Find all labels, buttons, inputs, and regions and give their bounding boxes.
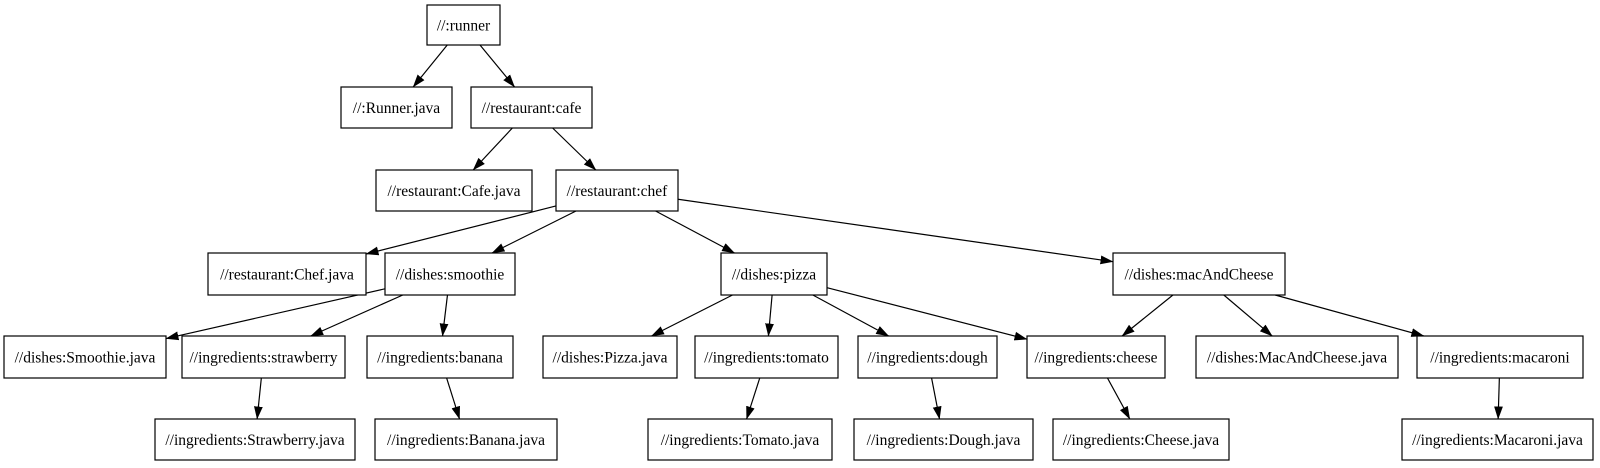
node-box [1112, 252, 1286, 296]
node-label: //dishes:pizza [732, 267, 816, 284]
edge-strawberry-to-strawberry_java [254, 377, 263, 420]
node-pizza: //dishes:pizza [720, 252, 828, 296]
edge-pizza-to-dough [812, 294, 890, 337]
node-box [1416, 335, 1584, 379]
node-banana_java: //ingredients:Banana.java [374, 418, 558, 461]
node-pizza_java: //dishes:Pizza.java [542, 335, 678, 379]
node-label: //restaurant:Chef.java [220, 267, 354, 284]
node-cafe_java: //restaurant:Cafe.java [375, 169, 533, 212]
node-label: //ingredients:Dough.java [867, 432, 1021, 449]
edge-macandcheese-to-macaroni [1274, 294, 1425, 337]
edge-cafe-to-cafe_java [472, 127, 513, 171]
node-label: //:Runner.java [353, 100, 441, 117]
node-box [542, 335, 678, 379]
node-label: //ingredients:Banana.java [387, 432, 545, 449]
edge-pizza-to-pizza_java [651, 294, 733, 337]
node-box [426, 4, 501, 46]
node-box [694, 335, 839, 379]
edge-smoothie-to-banana [439, 294, 449, 337]
node-smoothie_java: //dishes:Smoothie.java [3, 335, 167, 379]
node-dough_java: //ingredients:Dough.java [853, 418, 1034, 461]
node-label: //ingredients:Cheese.java [1063, 432, 1219, 449]
node-label: //dishes:Pizza.java [553, 350, 668, 367]
node-box [154, 418, 356, 461]
node-chef: //restaurant:chef [555, 169, 679, 212]
node-macaroni_java: //ingredients:Macaroni.java [1401, 418, 1594, 461]
edge-chef-to-smoothie [491, 210, 577, 254]
node-banana: //ingredients:banana [366, 335, 514, 379]
node-strawberry: //ingredients:strawberry [181, 335, 346, 379]
node-box [720, 252, 828, 296]
node-label: //ingredients:cheese [1034, 350, 1157, 367]
node-runner_java: //:Runner.java [340, 86, 453, 129]
edge-macandcheese-to-macandcheese_java [1223, 294, 1273, 337]
node-chef_java: //restaurant:Chef.java [207, 252, 367, 296]
node-box [384, 252, 516, 296]
node-box [857, 335, 998, 379]
edge-runner-to-cafe [479, 44, 516, 88]
node-box [340, 86, 453, 129]
node-cafe: //restaurant:cafe [470, 86, 593, 129]
edge-smoothie-to-smoothie_java [165, 288, 386, 341]
node-box [1052, 418, 1230, 461]
node-runner: //:runner [426, 4, 501, 46]
node-label: //ingredients:Macaroni.java [1412, 432, 1583, 449]
node-label: //dishes:Smoothie.java [15, 350, 156, 367]
edge-runner-to-runner_java [412, 44, 448, 88]
node-box [1195, 335, 1399, 379]
node-label: //ingredients:banana [377, 350, 503, 367]
node-label: //:runner [437, 18, 491, 35]
node-box [374, 418, 558, 461]
node-box [375, 169, 533, 212]
edge-pizza-to-cheese [826, 287, 1028, 341]
node-box [555, 169, 679, 212]
node-box [647, 418, 833, 461]
edge-smoothie-to-strawberry [310, 294, 404, 337]
node-tomato: //ingredients:tomato [694, 335, 839, 379]
node-label: //ingredients:dough [867, 350, 988, 367]
node-strawberry_java: //ingredients:Strawberry.java [154, 418, 356, 461]
edge-chef-to-pizza [655, 210, 735, 254]
node-box [207, 252, 367, 296]
node-box [3, 335, 167, 379]
node-label: //dishes:MacAndCheese.java [1207, 350, 1387, 367]
edge-macaroni-to-macaroni_java [1494, 377, 1503, 420]
node-box [366, 335, 514, 379]
edge-pizza-to-tomato [765, 294, 774, 337]
node-cheese_java: //ingredients:Cheese.java [1052, 418, 1230, 461]
node-label: //ingredients:strawberry [189, 350, 337, 367]
node-label: //restaurant:chef [567, 183, 669, 200]
node-box [181, 335, 346, 379]
node-smoothie: //dishes:smoothie [384, 252, 516, 296]
node-box [853, 418, 1034, 461]
node-label: //restaurant:cafe [482, 100, 582, 117]
edge-chef-to-macandcheese [677, 198, 1114, 265]
node-dough: //ingredients:dough [857, 335, 998, 379]
node-label: //ingredients:tomato [704, 350, 829, 367]
edge-tomato-to-tomato_java [746, 377, 761, 420]
node-macandcheese: //dishes:macAndCheese [1112, 252, 1286, 296]
node-box [1026, 335, 1166, 379]
node-box [1401, 418, 1594, 461]
edge-macandcheese-to-cheese [1121, 294, 1174, 337]
edge-dough-to-dough_java [930, 377, 942, 420]
node-box [470, 86, 593, 129]
node-cheese: //ingredients:cheese [1026, 335, 1166, 379]
node-label: //ingredients:Strawberry.java [165, 432, 344, 449]
node-label: //restaurant:Cafe.java [388, 183, 521, 200]
edge-cheese-to-cheese_java [1106, 377, 1131, 420]
node-label: //dishes:macAndCheese [1125, 267, 1274, 284]
node-label: //ingredients:Tomato.java [661, 432, 820, 449]
node-tomato_java: //ingredients:Tomato.java [647, 418, 833, 461]
edge-banana-to-banana_java [446, 377, 461, 420]
node-macaroni: //ingredients:macaroni [1416, 335, 1584, 379]
edge-cafe-to-chef [552, 127, 597, 171]
node-macandcheese_java: //dishes:MacAndCheese.java [1195, 335, 1399, 379]
node-label: //ingredients:macaroni [1430, 350, 1570, 367]
node-label: //dishes:smoothie [396, 267, 505, 284]
edge-chef-to-chef_java [365, 205, 557, 256]
